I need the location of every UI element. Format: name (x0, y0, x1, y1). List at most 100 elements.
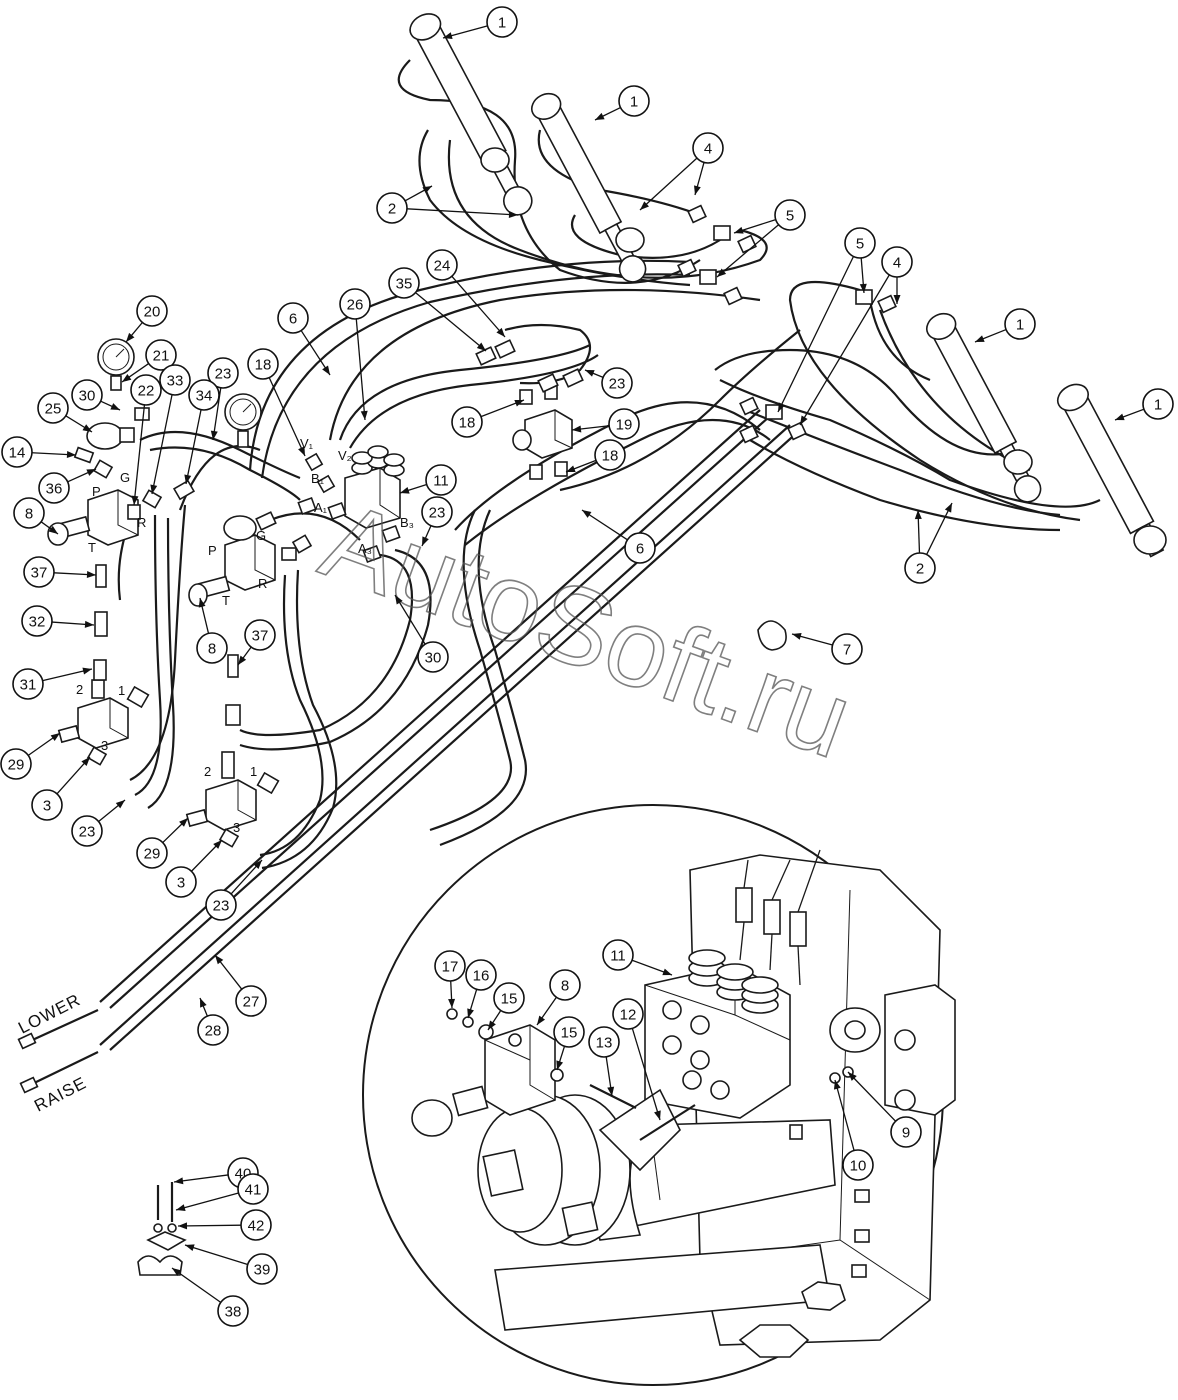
port-3-mid: 3 (233, 820, 240, 835)
callout-balloon (1142, 388, 1174, 420)
callout-balloon (774, 199, 806, 231)
callout-c36: 36 (38, 468, 97, 504)
callout-c4b: 4 (799, 246, 913, 426)
port-p-mid: P (208, 543, 217, 558)
callout-c19: 19 (571, 408, 640, 440)
port-t-mid: T (222, 593, 230, 608)
callout-c15a: 15 (487, 982, 525, 1031)
callout-c8a: 8 (13, 497, 59, 535)
callout-c37a: 37 (23, 556, 97, 588)
callout-c1b: 1 (594, 85, 650, 121)
callout-arrowhead (322, 365, 330, 375)
callout-arrowhead (572, 425, 582, 433)
callout-c29a: 29 (0, 732, 61, 780)
adapter-37-mid (227, 654, 239, 678)
callout-leader (175, 1192, 239, 1211)
callout-number: 29 (144, 846, 161, 863)
callout-balloon (240, 1209, 272, 1241)
fitting-35 (475, 346, 497, 366)
detail-cylinder-end (884, 984, 956, 1116)
callout-balloon (486, 6, 518, 38)
callout-number: 41 (245, 1182, 262, 1199)
callout-c20: 20 (125, 295, 168, 343)
callout-arrowhead (122, 373, 132, 382)
callout-arrowhead (86, 469, 96, 476)
callout-c29b: 29 (136, 817, 189, 869)
callout-number: 38 (225, 1304, 242, 1321)
callout-c23e: 23 (205, 859, 263, 921)
callout-number: 30 (425, 650, 442, 667)
callout-c4a: 4 (639, 132, 724, 211)
callout-number: 12 (620, 1007, 637, 1024)
detail-tag-left (482, 1149, 524, 1197)
callout-arrowhead (131, 495, 139, 505)
callout-number: 6 (636, 541, 644, 558)
callout-arrowhead (496, 327, 505, 337)
callout-balloon (217, 1295, 249, 1327)
callout-c1d: 1 (1114, 388, 1174, 421)
callout-arrowhead (476, 342, 486, 351)
callout-arrowhead (848, 1072, 857, 1081)
callout-balloon (881, 246, 913, 278)
callout-balloon (235, 985, 267, 1017)
callout-c30b: 30 (394, 594, 449, 673)
callout-number: 29 (8, 757, 25, 774)
callout-arrowhead (400, 486, 410, 494)
callout-balloon (842, 1149, 874, 1181)
callout-balloon (196, 632, 228, 664)
callout-arrowhead (200, 998, 207, 1008)
callout-balloon (844, 227, 876, 259)
callout-c41: 41 (175, 1173, 269, 1212)
port-a3: A₃ (358, 541, 372, 556)
callout-number: 15 (501, 991, 518, 1008)
port-b3: B₃ (400, 515, 414, 530)
callout-arrowhead (914, 510, 922, 520)
callout-number: 23 (79, 824, 96, 841)
callout-c23c: 23 (421, 496, 453, 547)
port-3-left: 3 (101, 738, 108, 753)
callout-number: 33 (167, 373, 184, 390)
callout-leader (171, 1267, 222, 1303)
tee-5-lower (765, 404, 783, 420)
callout-number: 23 (429, 505, 446, 522)
callout-arrowhead (210, 430, 218, 440)
callout-arrowhead (607, 1086, 615, 1096)
callout-arrowhead (395, 595, 403, 605)
callout-leader (184, 1244, 248, 1266)
callout-number: 5 (856, 236, 864, 253)
callout-balloon (602, 939, 634, 971)
callout-leader (639, 157, 698, 211)
callout-number: 18 (459, 415, 476, 432)
callout-balloon (207, 357, 239, 389)
callout-c23b: 23 (584, 367, 633, 399)
callout-c11b: 11 (602, 939, 673, 976)
callout-arrowhead (537, 1015, 546, 1025)
hose-28 (99, 424, 791, 1046)
detail-lockwasher-16 (462, 1016, 474, 1028)
callout-number: 24 (434, 258, 451, 275)
callout-balloon (831, 633, 863, 665)
callout-number: 19 (616, 417, 633, 434)
callout-arrowhead (198, 598, 206, 608)
callout-number: 18 (255, 357, 272, 374)
callout-number: 1 (1154, 397, 1162, 414)
port-2-mid: 2 (204, 764, 211, 779)
callout-leader (847, 1071, 897, 1122)
callout-arrowhead (448, 998, 456, 1008)
callout-c6a: 6 (277, 302, 331, 376)
callout-leader (268, 377, 306, 457)
callout-number: 21 (153, 348, 170, 365)
port-p-left: P (92, 484, 101, 499)
callout-c33: 33 (150, 364, 191, 495)
callout-balloon (1004, 308, 1036, 340)
callout-balloon (451, 406, 483, 438)
callout-c27: 27 (214, 954, 267, 1017)
callout-number: 8 (25, 506, 33, 523)
callout-arrowhead (443, 32, 453, 40)
callout-c8b: 8 (196, 597, 228, 664)
callout-balloon (159, 364, 191, 396)
callout-number: 37 (31, 565, 48, 582)
callout-number: 34 (196, 388, 213, 405)
callout-c28: 28 (197, 997, 229, 1046)
callout-balloon (1, 436, 33, 468)
